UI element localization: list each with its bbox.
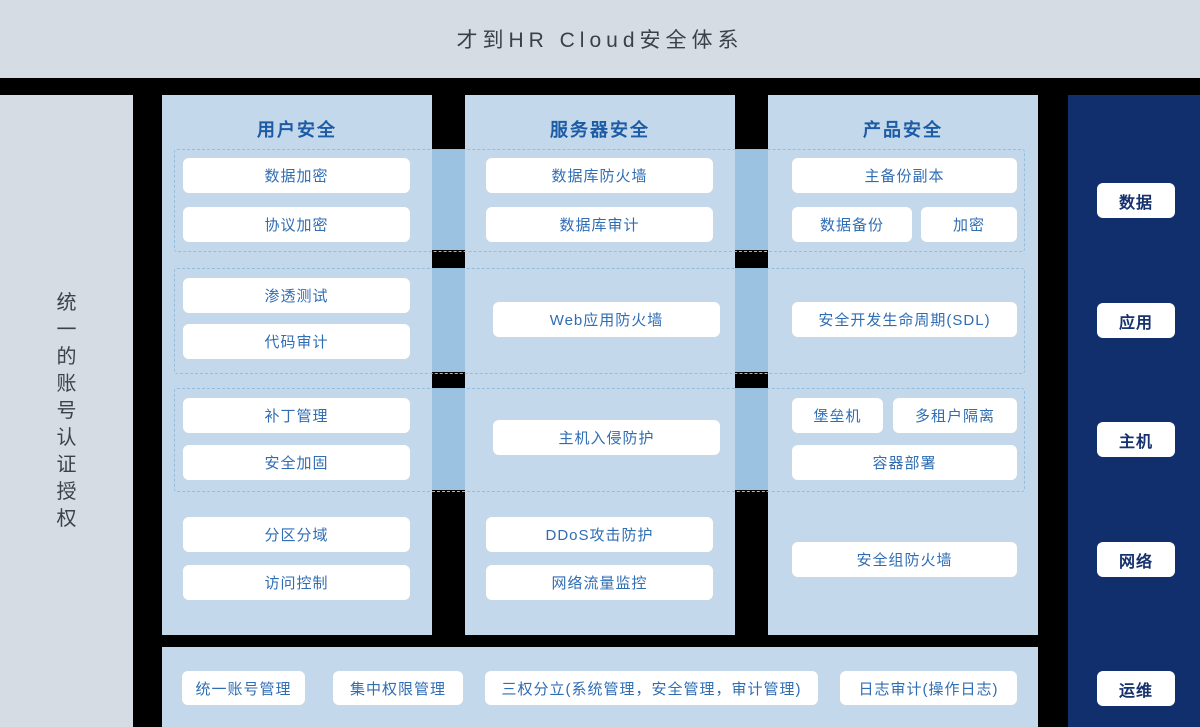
item-primary-backup-replica: 主备份副本	[792, 158, 1017, 193]
unified-auth-label: 统 一 的 账 号 认 证 授 权	[57, 293, 77, 529]
unified-auth-panel: 统 一 的 账 号 认 证 授 权	[0, 95, 133, 727]
layer-data: 数据	[1097, 183, 1175, 218]
item-penetration-testing: 渗透测试	[183, 278, 410, 313]
governance-panel: 统一账号管理 集中权限管理 三权分立(系统管理，安全管理，审计管理) 日志审计(…	[162, 647, 1038, 727]
unified-auth-char: 统	[56, 292, 77, 314]
item-centralized-permission-management: 集中权限管理	[333, 671, 463, 705]
connector-row3-col1-col2	[432, 388, 465, 490]
item-security-hardening: 安全加固	[183, 445, 410, 480]
item-protocol-encryption: 协议加密	[183, 207, 410, 242]
page-header: 才到HR Cloud安全体系	[0, 0, 1200, 78]
item-database-firewall: 数据库防火墙	[486, 158, 713, 193]
layer-application: 应用	[1097, 303, 1175, 338]
item-security-group-firewall: 安全组防火墙	[792, 542, 1017, 577]
column-header-product-security: 产品安全	[863, 120, 943, 140]
connector-row2-col2-col3	[735, 268, 768, 372]
connector-row1-col2-col3	[735, 149, 768, 250]
page-title: 才到HR Cloud安全体系	[456, 29, 744, 52]
unified-auth-char: 号	[56, 400, 77, 422]
layer-panel: 数据 应用 主机 网络 运维	[1068, 95, 1200, 727]
unified-auth-char: 权	[56, 508, 77, 530]
item-database-audit: 数据库审计	[486, 207, 713, 242]
item-multi-tenant-isolation: 多租户隔离	[893, 398, 1017, 433]
item-container-deployment: 容器部署	[792, 445, 1017, 480]
column-header-server-security: 服务器安全	[550, 120, 650, 140]
layer-host: 主机	[1097, 422, 1175, 457]
item-encryption: 加密	[921, 207, 1017, 242]
column-product-security: 产品安全 主备份副本 数据备份 加密 安全开发生命周期(SDL) 堡垒机 多租户…	[768, 95, 1038, 635]
unified-auth-char: 的	[56, 346, 77, 368]
item-data-backup: 数据备份	[792, 207, 912, 242]
item-network-traffic-monitoring: 网络流量监控	[486, 565, 713, 600]
item-patch-management: 补丁管理	[183, 398, 410, 433]
unified-auth-char: 一	[56, 319, 77, 341]
item-data-encryption: 数据加密	[183, 158, 410, 193]
column-server-security: 服务器安全 数据库防火墙 数据库审计 Web应用防火墙 主机入侵防护 DDoS攻…	[465, 95, 735, 635]
connector-row1-col1-col2	[432, 149, 465, 250]
item-access-control: 访问控制	[183, 565, 410, 600]
item-host-intrusion-prevention: 主机入侵防护	[493, 420, 720, 455]
unified-auth-char: 认	[56, 427, 77, 449]
unified-auth-char: 授	[56, 481, 77, 503]
layer-operations: 运维	[1097, 671, 1175, 706]
item-sdl: 安全开发生命周期(SDL)	[792, 302, 1017, 337]
connector-row2-col1-col2	[432, 268, 465, 372]
item-log-audit: 日志审计(操作日志)	[840, 671, 1017, 705]
unified-auth-char: 账	[56, 373, 77, 395]
item-web-application-firewall: Web应用防火墙	[493, 302, 720, 337]
item-partition-zoning: 分区分域	[183, 517, 410, 552]
item-bastion-host: 堡垒机	[792, 398, 883, 433]
column-header-user-security: 用户安全	[257, 120, 337, 140]
item-unified-account-management: 统一账号管理	[182, 671, 305, 705]
item-code-audit: 代码审计	[183, 324, 410, 359]
layer-network: 网络	[1097, 542, 1175, 577]
column-user-security: 用户安全 数据加密 协议加密 渗透测试 代码审计 补丁管理 安全加固 分区分域 …	[162, 95, 432, 635]
connector-row3-col2-col3	[735, 388, 768, 490]
unified-auth-char: 证	[56, 454, 77, 476]
item-separation-of-three-powers: 三权分立(系统管理，安全管理，审计管理)	[485, 671, 818, 705]
item-ddos-protection: DDoS攻击防护	[486, 517, 713, 552]
